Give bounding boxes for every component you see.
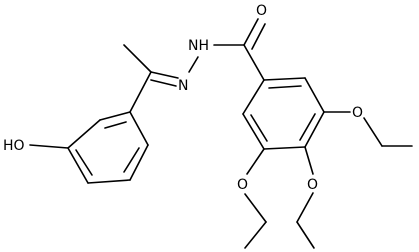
bond-methyl (123, 44, 152, 73)
bond-carbonyl-ring (243, 44, 265, 81)
bond-ch2-ch3 (296, 221, 315, 249)
hydroxyphenyl-ring (67, 111, 149, 184)
aromatic-bond (75, 149, 93, 176)
aromatic-bond (268, 85, 302, 89)
double-bond-c-n (150, 79, 177, 87)
bond-o-ch2 (296, 192, 314, 223)
double-bond-c-o (243, 18, 259, 46)
double-bond-c-n (150, 71, 179, 79)
aromatic-bond (104, 121, 127, 129)
amide-nh-label: NH (188, 38, 209, 54)
ethoxy-o-label-left: O (237, 177, 248, 193)
bond-n-nh (188, 56, 199, 73)
aromatic-bond (299, 113, 316, 141)
bond-o-ch2 (363, 117, 383, 147)
bond-ring-c (129, 71, 152, 113)
imine-n-label: N (178, 78, 188, 94)
bond (263, 146, 306, 150)
bond (242, 113, 265, 150)
aromatic-bond (123, 147, 140, 173)
bond-c-oh (29, 144, 69, 149)
bond (304, 77, 325, 113)
bond-ring-o (304, 146, 314, 175)
aromatic-bond (250, 114, 268, 142)
hydroxyl-label: HO (3, 138, 25, 154)
bond (129, 144, 149, 181)
triethoxyphenyl-ring (242, 77, 325, 150)
bond-ring-o (246, 148, 265, 175)
carbonyl-o-label: O (256, 3, 267, 19)
bond (99, 111, 131, 121)
ethoxy-o-label-lower: O (307, 177, 318, 193)
double-bond-c-o (251, 23, 266, 50)
bond (87, 179, 131, 184)
bond (263, 77, 306, 81)
bond (304, 111, 325, 148)
bond-o-ch2 (244, 193, 267, 223)
bond (67, 119, 101, 149)
ethoxy-o-label-upper: O (352, 105, 363, 121)
bond (67, 147, 89, 184)
bond (129, 111, 149, 146)
bond (242, 79, 265, 115)
bond-ch2-ch3 (244, 221, 267, 249)
